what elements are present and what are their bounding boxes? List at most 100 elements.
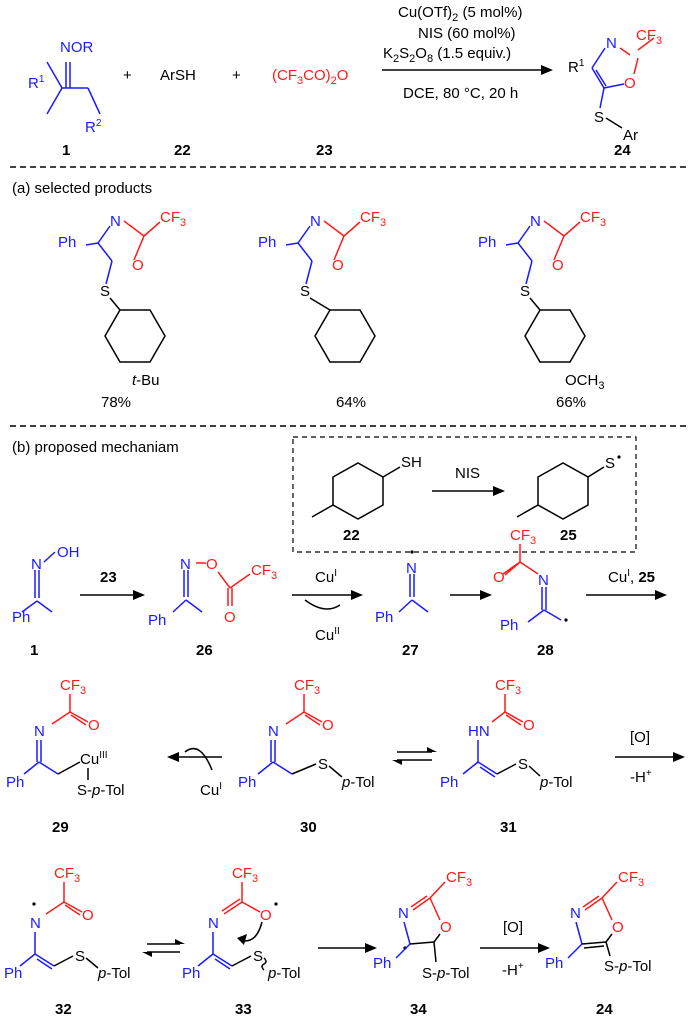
svg-text:O: O bbox=[332, 257, 344, 274]
svg-text:O: O bbox=[523, 717, 535, 734]
svg-text:S: S bbox=[520, 283, 530, 300]
svg-text:N: N bbox=[530, 213, 541, 230]
svg-text:Ph: Ph bbox=[478, 234, 496, 251]
section-b-title: (b) proposed mechaniam bbox=[12, 439, 179, 456]
svg-text:N: N bbox=[268, 723, 279, 740]
svg-text:28: 28 bbox=[537, 642, 554, 659]
svg-text:N: N bbox=[538, 572, 549, 589]
svg-text:31: 31 bbox=[500, 819, 517, 836]
reactant-oxime-1: NOR R1 R2 bbox=[28, 39, 102, 136]
equilibrium-arrows bbox=[142, 939, 185, 957]
oxidant-label: [O] bbox=[630, 729, 650, 746]
svg-text:S: S bbox=[594, 109, 604, 126]
svg-text:Ph: Ph bbox=[6, 774, 24, 791]
svg-text:S-p-Tol: S-p-Tol bbox=[77, 782, 125, 799]
svg-text:32: 32 bbox=[55, 1001, 72, 1018]
svg-text:p-Tol: p-Tol bbox=[97, 965, 131, 982]
svg-text:O: O bbox=[132, 257, 144, 274]
svg-text:Ph: Ph bbox=[375, 609, 393, 626]
svg-text:CF3: CF3 bbox=[636, 27, 662, 47]
plus-sign: + bbox=[123, 67, 132, 84]
compound-number: 1 bbox=[62, 142, 70, 159]
svg-text:CF3: CF3 bbox=[54, 865, 80, 885]
oxime-1: N OH Ph 1 bbox=[12, 544, 80, 659]
svg-text:t-Bu: t-Bu bbox=[132, 372, 160, 389]
oxy-radical-33: CF3 O N Ph S p-Tol 33 bbox=[182, 865, 301, 1018]
product-tbu: Ph N O CF3 S t-Bu 78% bbox=[58, 209, 186, 411]
svg-text:S-p-Tol: S-p-Tol bbox=[422, 965, 470, 982]
svg-text:K2S2O8 (1.5 equiv.): K2S2O8 (1.5 equiv.) bbox=[383, 45, 511, 65]
svg-text:S-p-Tol: S-p-Tol bbox=[604, 958, 652, 975]
svg-text:CF3: CF3 bbox=[251, 562, 277, 582]
svg-text:N: N bbox=[180, 556, 191, 573]
reagent-tfaa: (CF3CO)2O bbox=[272, 67, 348, 87]
plus-sign: + bbox=[232, 67, 241, 84]
svg-text:N: N bbox=[406, 560, 417, 577]
svg-text:CF3: CF3 bbox=[446, 869, 472, 889]
svg-text:Ph: Ph bbox=[12, 609, 30, 626]
svg-text:S: S bbox=[605, 455, 615, 472]
svg-text:Ph: Ph bbox=[440, 774, 458, 791]
svg-text:N: N bbox=[31, 556, 42, 573]
svg-text:Ph: Ph bbox=[148, 612, 166, 629]
svg-text:R1: R1 bbox=[568, 58, 585, 76]
oxazoline-34: CF3 N O Ph S-p-Tol 34 bbox=[373, 869, 472, 1018]
svg-text:CF3: CF3 bbox=[360, 209, 386, 229]
svg-text:DCE, 80 °C, 20 h: DCE, 80 °C, 20 h bbox=[403, 85, 518, 102]
svg-text:O: O bbox=[493, 569, 505, 586]
svg-text:24: 24 bbox=[596, 1001, 613, 1018]
cu-i-25-label: CuI, 25 bbox=[608, 568, 655, 586]
svg-text:CF3: CF3 bbox=[160, 209, 186, 229]
thiyl-radical-25: S 25 bbox=[516, 455, 621, 544]
svg-text:66%: 66% bbox=[556, 394, 586, 411]
svg-text:N: N bbox=[310, 213, 321, 230]
cu-ii-label: CuII bbox=[315, 626, 340, 644]
svg-text:Ar: Ar bbox=[623, 127, 638, 144]
svg-text:OH: OH bbox=[57, 544, 80, 561]
svg-text:p-Tol: p-Tol bbox=[267, 965, 301, 982]
svg-text:OCH3: OCH3 bbox=[565, 372, 604, 392]
imine-30: CF3 O N Ph S p-Tol 30 bbox=[238, 677, 375, 836]
svg-text:N: N bbox=[606, 35, 617, 52]
iminyl-27: Ph N 27 bbox=[375, 550, 429, 659]
radical-28: CF3 O N Ph 28 bbox=[493, 527, 568, 659]
svg-text:CF3: CF3 bbox=[495, 677, 521, 697]
svg-text:N: N bbox=[30, 915, 41, 932]
cu-i-label: CuI bbox=[315, 568, 337, 586]
svg-text:Ph: Ph bbox=[545, 955, 563, 972]
compound-number: 24 bbox=[614, 142, 631, 159]
svg-text:p-Tol: p-Tol bbox=[341, 774, 375, 791]
product-phenyl: Ph N O CF3 S 64% bbox=[258, 209, 386, 411]
reaction-conditions: Cu(OTf)2 (5 mol%) NIS (60 mol%) K2S2O8 (… bbox=[382, 4, 553, 102]
svg-text:CF3: CF3 bbox=[232, 865, 258, 885]
svg-text:O: O bbox=[88, 717, 100, 734]
svg-text:N: N bbox=[34, 723, 45, 740]
svg-text:S: S bbox=[100, 283, 110, 300]
svg-text:O: O bbox=[322, 717, 334, 734]
svg-text:CF3: CF3 bbox=[580, 209, 606, 229]
svg-text:S: S bbox=[518, 756, 528, 773]
equilibrium-arrows bbox=[392, 747, 437, 765]
svg-text:CF3: CF3 bbox=[294, 677, 320, 697]
svg-text:S: S bbox=[318, 756, 328, 773]
svg-text:22: 22 bbox=[343, 527, 360, 544]
compound-number: 23 bbox=[316, 142, 333, 159]
oxidant-label: [O] bbox=[503, 919, 523, 936]
oxime-nor-label: NOR bbox=[60, 39, 94, 56]
svg-text:S: S bbox=[75, 948, 85, 965]
svg-text:O: O bbox=[612, 919, 624, 936]
svg-text:64%: 64% bbox=[336, 394, 366, 411]
svg-text:NIS (60 mol%): NIS (60 mol%) bbox=[418, 25, 516, 42]
compound-number: 22 bbox=[174, 142, 191, 159]
svg-text:O: O bbox=[206, 556, 218, 573]
r1-label: R1 bbox=[28, 74, 45, 92]
proton-loss-label: -H+ bbox=[502, 961, 524, 979]
svg-text:1: 1 bbox=[30, 642, 38, 659]
svg-text:30: 30 bbox=[300, 819, 317, 836]
product-methoxy: Ph N O CF3 S OCH3 66% bbox=[478, 209, 606, 411]
svg-text:O: O bbox=[552, 257, 564, 274]
reagent-arsh: ArSH bbox=[160, 67, 196, 84]
svg-text:N: N bbox=[208, 915, 219, 932]
svg-text:78%: 78% bbox=[101, 394, 131, 411]
